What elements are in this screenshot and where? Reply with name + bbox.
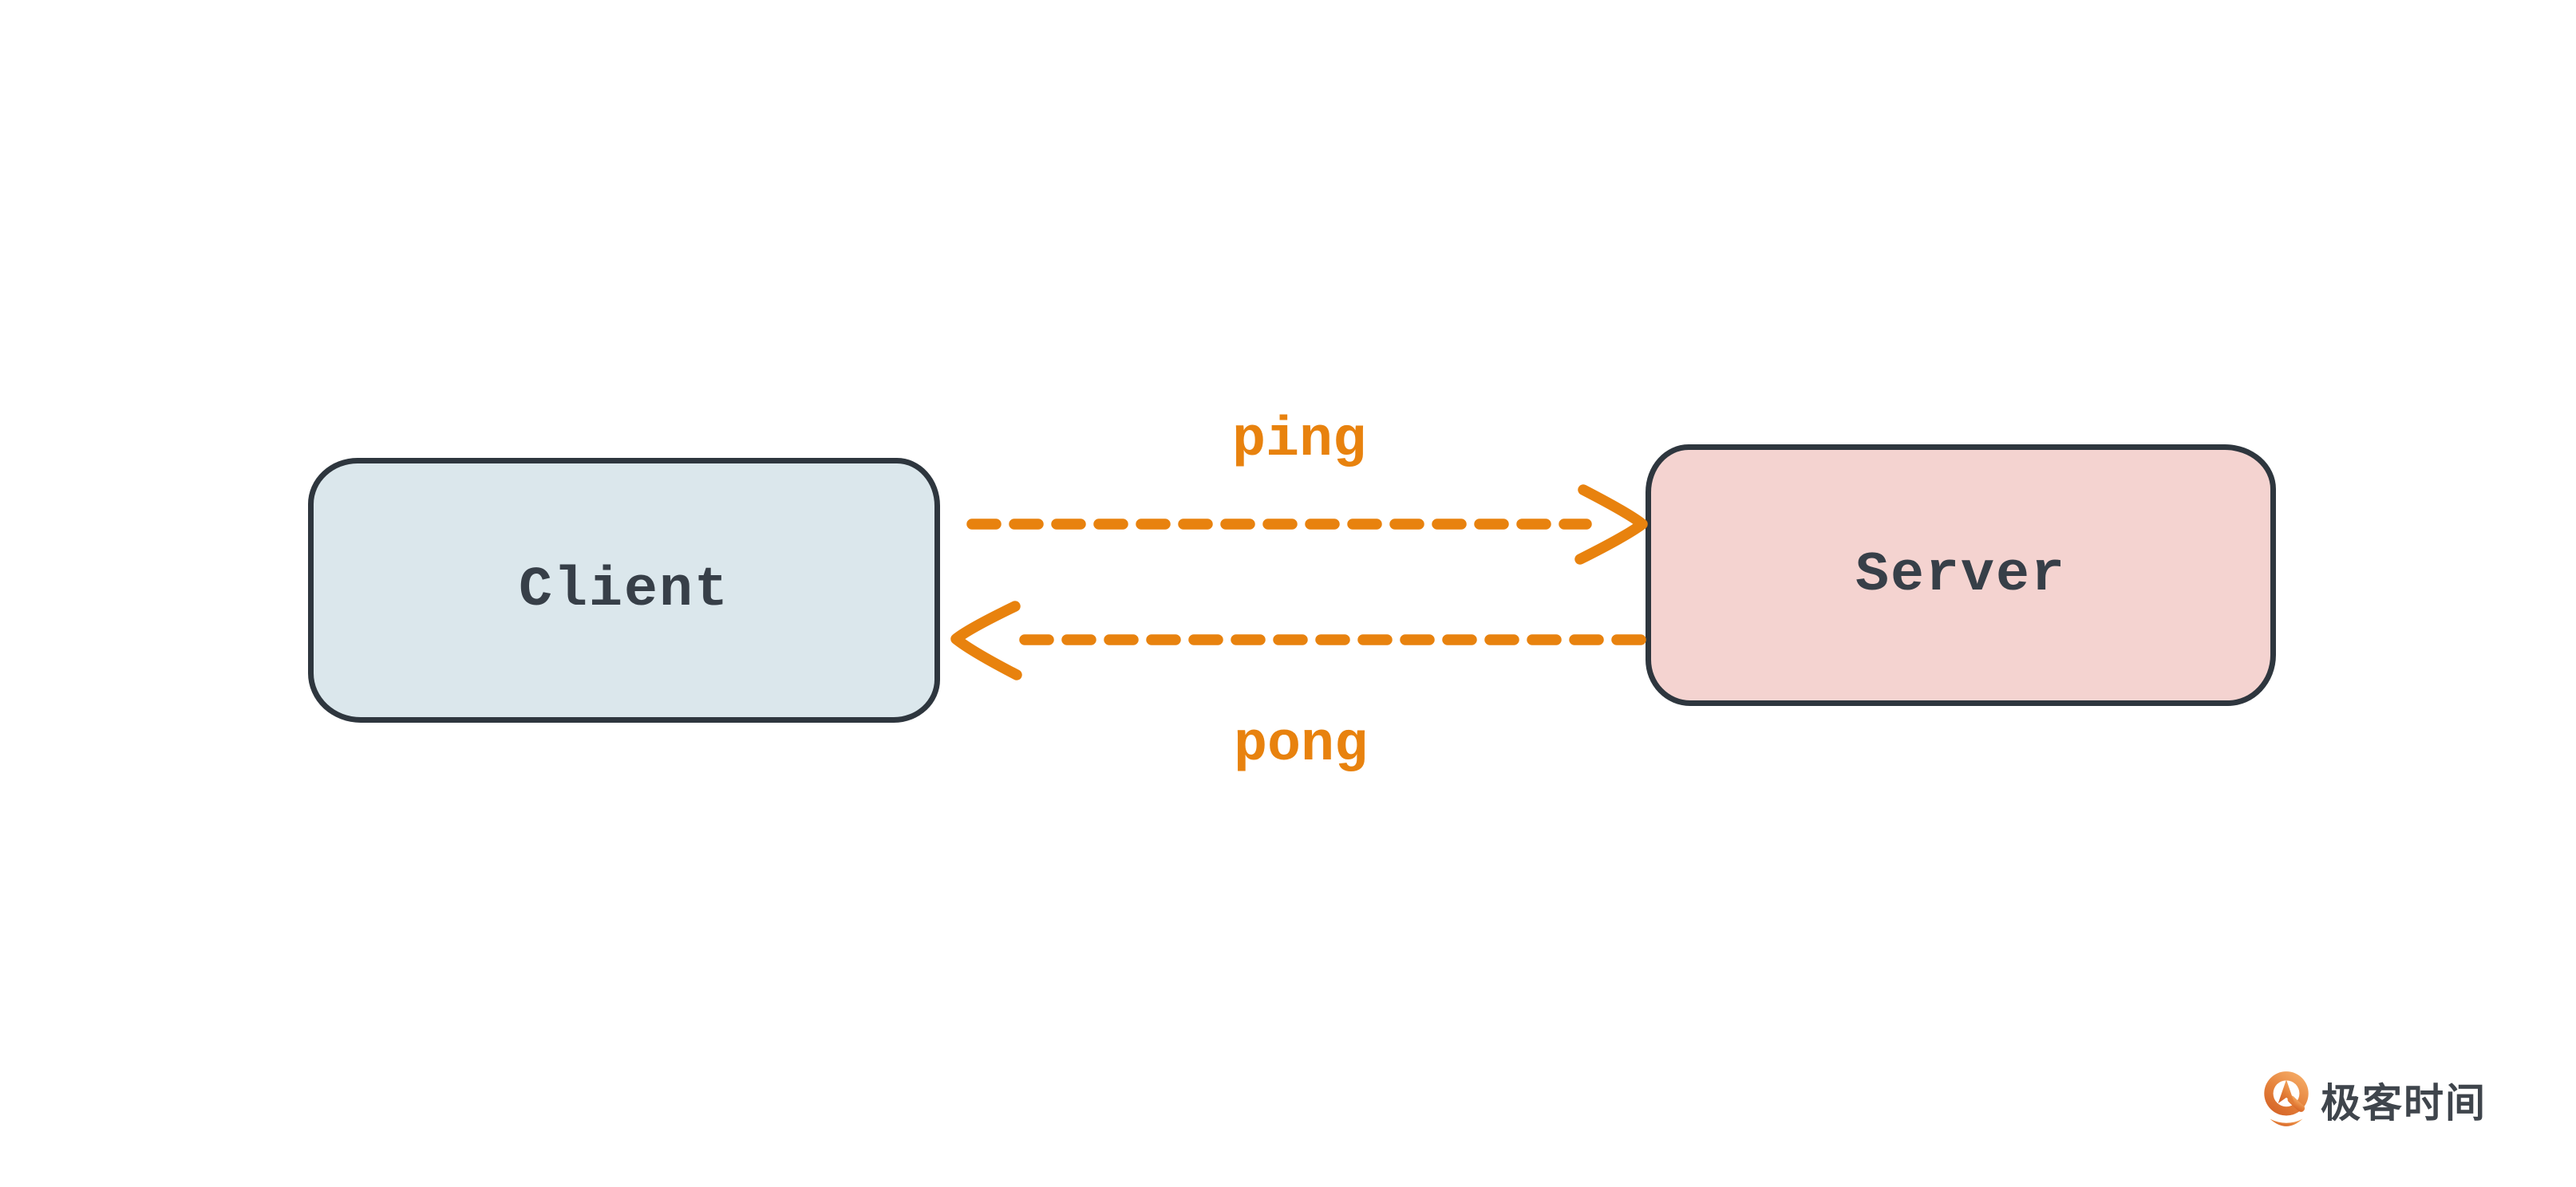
pong-arrow bbox=[950, 601, 1646, 680]
geektime-logo: 极客时间 bbox=[2262, 1069, 2487, 1131]
arrowhead-left-icon bbox=[950, 601, 1022, 680]
arrowhead-right-icon bbox=[1574, 484, 1648, 565]
server-node-label: Server bbox=[1855, 543, 2067, 607]
ping-edge-label: ping bbox=[1231, 409, 1367, 472]
server-node: Server bbox=[1646, 444, 2276, 706]
geektime-logo-text: 极客时间 bbox=[2321, 1080, 2487, 1126]
client-node-label: Client bbox=[518, 558, 730, 622]
pong-edge-label: pong bbox=[1233, 714, 1369, 777]
client-node: Client bbox=[308, 458, 940, 723]
ping-arrow bbox=[966, 484, 1648, 565]
geektime-pin-icon bbox=[2264, 1071, 2309, 1126]
